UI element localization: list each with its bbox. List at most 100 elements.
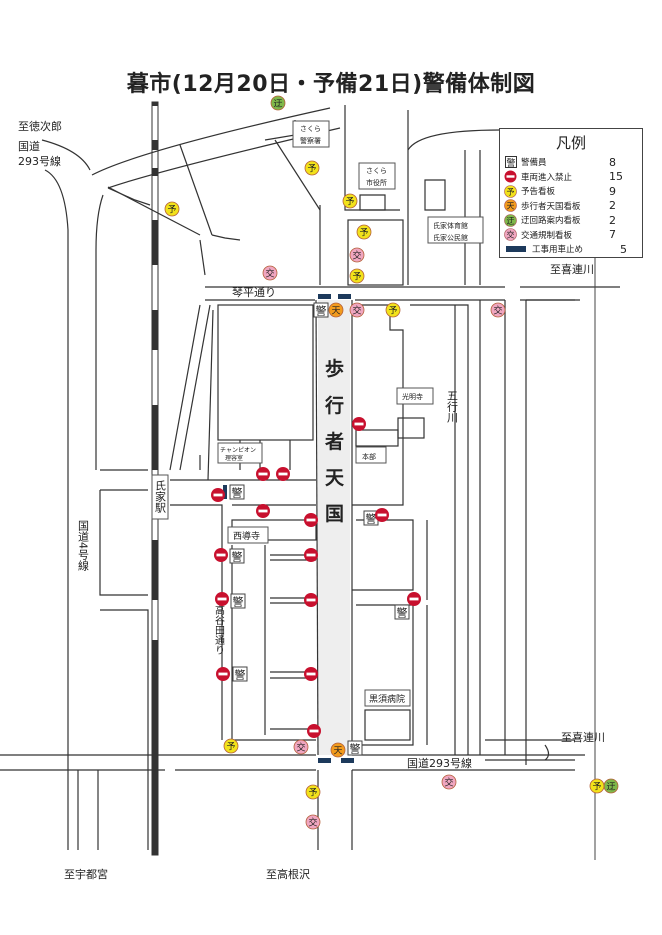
- svg-text:交: 交: [308, 817, 317, 829]
- no-entry-icon: [307, 724, 321, 738]
- traffic-reg-sign-icon: 交: [293, 739, 309, 755]
- no-entry-icon: [214, 548, 228, 562]
- label-to-kitsuregawa-s: 至喜連川: [561, 730, 605, 744]
- legend-item: 警警備員 8: [500, 155, 642, 170]
- traffic-reg-sign-icon: 交: [490, 302, 506, 318]
- label-to-kitsuregawa-n: 至喜連川: [550, 262, 594, 276]
- svg-text:予: 予: [359, 228, 368, 239]
- notice-sign-icon: 予: [304, 160, 320, 176]
- guard-icon: 警: [229, 548, 245, 564]
- traffic-reg-sign-icon: 交: [305, 814, 321, 830]
- notice-sign-icon: 予: [223, 738, 239, 754]
- legend-item-count: 2: [609, 213, 616, 227]
- notice-sign-icon: 予: [385, 302, 401, 318]
- notice-sign-icon: 予: [349, 268, 365, 284]
- label-gym-2: 氏家公民館: [433, 233, 468, 242]
- legend-item-label: 車両進入禁止: [521, 172, 573, 183]
- barrier-icon: [504, 243, 528, 256]
- svg-text:警: 警: [397, 606, 408, 620]
- legend-item-count: 15: [609, 170, 623, 184]
- traffic-reg-sign-icon: 交: [349, 247, 365, 263]
- label-police-1: さくら: [300, 125, 321, 133]
- label-champion-2: 理容室: [225, 454, 243, 462]
- pedestrian-sign-icon: 天: [504, 199, 517, 213]
- notice-sign-icon: 予: [164, 201, 180, 217]
- label-cityhall-2: 市役所: [366, 178, 387, 187]
- label-kotohira-dori: 琴平通り: [232, 286, 276, 299]
- traffic-reg-sign-icon: 交: [262, 265, 278, 281]
- svg-text:警: 警: [233, 595, 244, 609]
- svg-text:予: 予: [167, 205, 176, 216]
- no-entry-icon: [304, 593, 318, 607]
- barrier-icon: [318, 294, 331, 299]
- svg-text:迂: 迂: [507, 216, 515, 225]
- detour-sign-icon: 迂: [270, 95, 286, 111]
- label-route293-s: 国道293号線: [407, 756, 472, 770]
- hokoten-char-5: 国: [325, 503, 344, 525]
- hokoten-char-2: 行: [324, 394, 344, 417]
- guard-icon: 警: [229, 484, 245, 500]
- svg-text:交: 交: [352, 305, 361, 317]
- no-entry-icon: [276, 467, 290, 481]
- svg-text:予: 予: [507, 187, 515, 196]
- no-entry-icon: [256, 504, 270, 518]
- notice-sign-icon: 予: [356, 224, 372, 240]
- legend-item-count: 5: [620, 242, 627, 256]
- legend-title: 凡例: [555, 134, 586, 152]
- barrier-icon: [223, 485, 227, 499]
- svg-text:警: 警: [316, 304, 327, 318]
- legend-item-count: 9: [609, 184, 616, 198]
- barrier-icon: [318, 758, 331, 763]
- svg-text:警: 警: [506, 157, 515, 168]
- legend-item-label: 歩行者天国看板: [521, 201, 581, 212]
- pedestrian-sign-icon: 天: [330, 742, 346, 758]
- svg-text:警: 警: [232, 486, 243, 500]
- legend-item-count: 7: [609, 228, 616, 242]
- guard-icon: 警: [230, 593, 246, 609]
- svg-text:予: 予: [307, 164, 316, 175]
- label-route293-nw-2: 293号線: [18, 154, 61, 168]
- svg-text:予: 予: [308, 788, 317, 799]
- map-markers: 迂迂予予予予予予予予予天天交交交交交交交警警警警警警警警: [164, 95, 619, 830]
- svg-text:交: 交: [507, 230, 515, 240]
- legend-item-count: 8: [609, 155, 616, 169]
- guard-icon: 警: [394, 604, 410, 620]
- pedestrian-sign-icon: 天: [328, 302, 344, 318]
- no-entry-icon: [256, 467, 270, 481]
- no-entry-icon: [215, 592, 229, 606]
- svg-text:予: 予: [388, 306, 397, 317]
- barrier-icon: [338, 294, 351, 299]
- label-to-utsunomiya: 至宇都宮: [64, 867, 108, 881]
- svg-text:予: 予: [352, 272, 361, 283]
- no-entry-icon: [304, 667, 318, 681]
- svg-text:予: 予: [226, 742, 235, 753]
- no-entry-icon: [375, 508, 389, 522]
- label-takayada-dori: 高谷田通り: [213, 604, 225, 655]
- traffic-reg-sign-icon: 交: [504, 228, 517, 242]
- svg-text:天: 天: [331, 307, 340, 317]
- notice-sign-icon: 予: [342, 193, 358, 209]
- label-to-tokujiro: 至徳次郎: [18, 119, 62, 133]
- no-entry-icon: [304, 513, 318, 527]
- label-gym-1: 氏家体育館: [433, 221, 468, 230]
- svg-text:予: 予: [345, 197, 354, 208]
- svg-text:交: 交: [444, 777, 453, 789]
- svg-text:交: 交: [296, 742, 305, 754]
- svg-text:警: 警: [350, 742, 361, 756]
- label-saidoji: 西導寺: [233, 530, 260, 542]
- guard-icon: 警: [232, 666, 248, 682]
- no-entry-icon: [304, 548, 318, 562]
- guard-icon: 警: [313, 302, 329, 318]
- label-ujiie-station: 氏家駅: [154, 480, 167, 514]
- label-komyoji: 光明寺: [402, 392, 423, 401]
- legend-item-label: 警備員: [521, 158, 547, 169]
- detour-sign-icon: 迂: [603, 778, 619, 794]
- notice-sign-icon: 予: [305, 784, 321, 800]
- svg-text:迂: 迂: [606, 782, 615, 793]
- no-entry-icon: [216, 667, 230, 681]
